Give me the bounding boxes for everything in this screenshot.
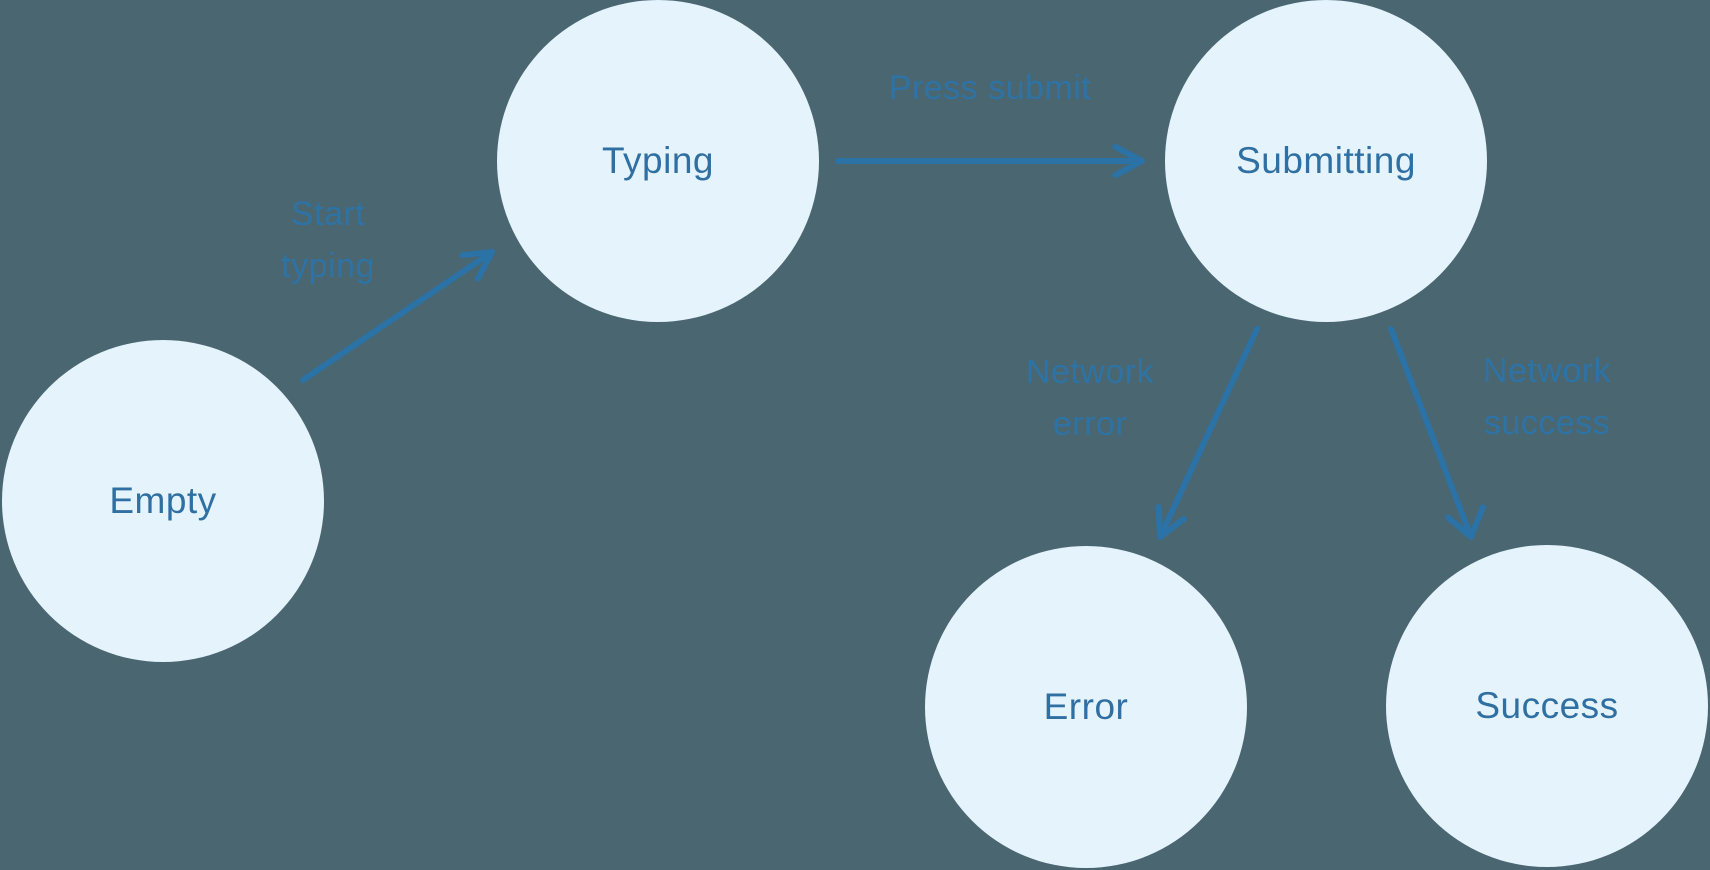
edge-label-start-typing: Start typing (281, 188, 375, 292)
edge-label-line: typing (281, 247, 375, 285)
state-node-typing: Typing (497, 0, 819, 322)
edge-line (1157, 326, 1260, 540)
node-label: Typing (601, 140, 714, 181)
node-label: Submitting (1236, 140, 1416, 181)
node-label: Empty (109, 480, 217, 521)
state-node-success: Success (1386, 545, 1708, 867)
arrowhead-icon (1445, 504, 1486, 540)
edge-label-line: Start (290, 195, 366, 233)
edge-label-line: Press submit (888, 69, 1092, 107)
arrowhead-icon (1155, 504, 1187, 540)
edge-label-press-submit: Press submit (889, 62, 1092, 114)
edge-label-network-error: Network error (1026, 346, 1154, 450)
edge-label-network-success: Network success (1483, 345, 1611, 449)
state-node-error: Error (925, 546, 1247, 868)
state-node-empty: Empty (2, 340, 324, 662)
arrowhead-icon (1112, 143, 1145, 179)
arrowhead-icon (459, 249, 495, 282)
edge-arrow-submitting-to-error (1155, 326, 1260, 540)
edge-arrow-typing-to-submitting (835, 143, 1145, 179)
edge-label-line: error (1052, 405, 1128, 443)
edge-label-line: Network (1482, 352, 1612, 390)
node-label: Success (1475, 685, 1619, 726)
edge-label-line: success (1483, 404, 1611, 442)
node-label: Error (1043, 686, 1129, 727)
state-node-submitting: Submitting (1165, 0, 1487, 322)
edge-label-line: Network (1025, 353, 1155, 391)
edge-line (1388, 326, 1474, 540)
edge-arrow-submitting-to-success (1388, 326, 1486, 540)
